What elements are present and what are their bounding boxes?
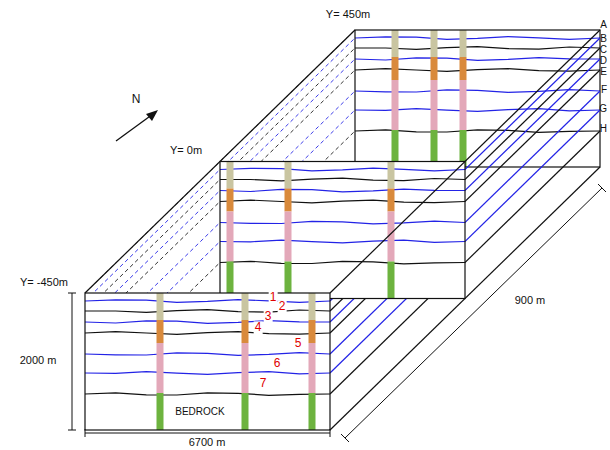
callout-number: 2 [278, 300, 287, 313]
well-column [309, 320, 316, 343]
layer-line [85, 321, 330, 324]
well-column [157, 320, 164, 343]
dimension-label: 2000 m [20, 354, 57, 366]
layer-line [220, 168, 465, 171]
dimension-tick [341, 434, 349, 442]
layer-line [220, 178, 465, 181]
callout-number: 3 [264, 310, 273, 323]
layer-line [220, 189, 465, 192]
face-outline [220, 162, 465, 299]
well-column [388, 262, 395, 299]
well-column [460, 30, 467, 57]
well-column [242, 393, 249, 430]
dimension-tick [598, 184, 606, 192]
box-edge [85, 30, 355, 293]
dimension-line [345, 188, 602, 438]
layer-line [85, 353, 330, 356]
well-column [157, 343, 164, 393]
well-column [242, 320, 249, 343]
callout-number: 7 [259, 377, 268, 390]
section-label: Y= 450m [326, 8, 370, 20]
well-column [388, 189, 395, 212]
arrow-head [146, 110, 158, 121]
dimension-line [72, 293, 73, 430]
horizon-letter: D [600, 55, 607, 66]
face-outline [85, 293, 330, 430]
horizon-letter: A [600, 19, 607, 30]
well-column [431, 30, 438, 57]
well-column [392, 57, 399, 80]
well-column [227, 212, 234, 262]
layer-line [220, 240, 465, 243]
well-column [309, 393, 316, 430]
horizon-letter: E [600, 66, 607, 77]
section-label: Y= 0m [170, 144, 202, 156]
well-column [157, 393, 164, 430]
well-column [227, 162, 234, 189]
well-column [227, 189, 234, 212]
box-edge [330, 30, 600, 293]
layer-line [220, 221, 465, 224]
dimension-label: 900 m [515, 294, 546, 306]
north-arrow [116, 114, 153, 141]
well-column [309, 293, 316, 320]
callout-number: 6 [273, 357, 282, 370]
well-column [242, 293, 249, 320]
horizon-letter: C [600, 44, 607, 55]
well-column [285, 162, 292, 189]
well-column [392, 80, 399, 130]
north-label: N [132, 93, 141, 106]
callout-number: 5 [294, 337, 303, 350]
well-column [285, 189, 292, 212]
well-column [460, 57, 467, 80]
layer-line [220, 261, 465, 264]
horizon-letter: H [600, 123, 607, 134]
layer-line [85, 300, 330, 303]
layer-line [220, 200, 465, 203]
well-column [309, 343, 316, 393]
horizon-letter: F [601, 84, 607, 95]
box-edge [330, 167, 600, 430]
horizon-letter: B [600, 33, 607, 44]
well-column [431, 80, 438, 130]
layer-line [85, 393, 330, 396]
well-column [388, 162, 395, 189]
layer-label: BEDROCK [175, 406, 224, 417]
well-column [157, 293, 164, 320]
horizon-letter: G [599, 103, 607, 114]
dimension-tick [85, 429, 86, 437]
callout-number: 1 [269, 291, 278, 304]
well-column [392, 30, 399, 57]
dimension-tick [330, 429, 331, 437]
layer-line [85, 310, 330, 313]
well-column [242, 343, 249, 393]
well-column [460, 80, 467, 130]
dimension-line [85, 433, 330, 434]
face-ground [220, 162, 465, 299]
dimension-label: 6700 m [189, 436, 226, 448]
dimension-tick [68, 293, 76, 294]
face-ground [85, 293, 330, 430]
callout-number: 4 [254, 321, 263, 334]
dimension-tick [68, 430, 76, 431]
well-column [285, 212, 292, 262]
layer-line [85, 372, 330, 375]
well-column [431, 57, 438, 80]
layer-line [85, 332, 330, 335]
section-label: Y= -450m [20, 276, 68, 288]
